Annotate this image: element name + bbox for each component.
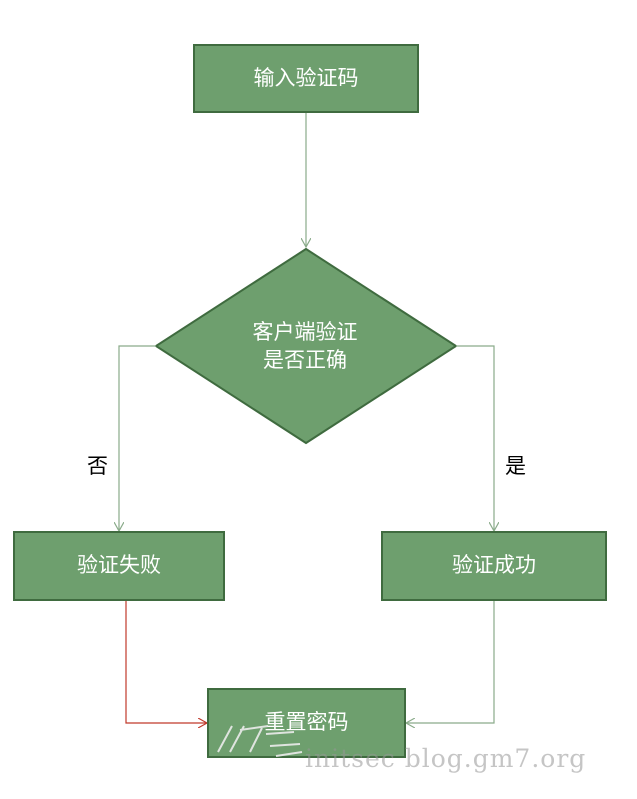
node-reset-label: 重置密码 — [264, 710, 349, 735]
watermark-text: initsec blog.gm7.org — [305, 744, 587, 773]
node-input-code-label: 输入验证码 — [253, 65, 359, 90]
decision-label-line2: 是否正确 — [263, 348, 347, 372]
connector-success-to-reset — [406, 601, 495, 723]
node-success: 验证成功 — [381, 531, 607, 601]
branch-label-yes: 是 — [505, 454, 526, 478]
node-input-code: 输入验证码 — [193, 44, 419, 113]
node-fail: 验证失败 — [13, 531, 225, 601]
decision-diamond — [154, 247, 458, 445]
decision-label-line1: 客户端验证 — [252, 320, 358, 344]
branch-label-no: 否 — [87, 454, 108, 478]
connector-fail-to-reset — [125, 601, 207, 723]
decision-label: 客户端验证 是否正确 — [205, 318, 405, 374]
connector-decision-to-success — [456, 345, 494, 531]
node-fail-label: 验证失败 — [77, 553, 161, 578]
watermark-scribble — [217, 725, 303, 757]
node-reset: 重置密码 — [207, 688, 406, 758]
node-success-label: 验证成功 — [452, 553, 536, 578]
connector-decision-to-fail — [119, 345, 156, 531]
